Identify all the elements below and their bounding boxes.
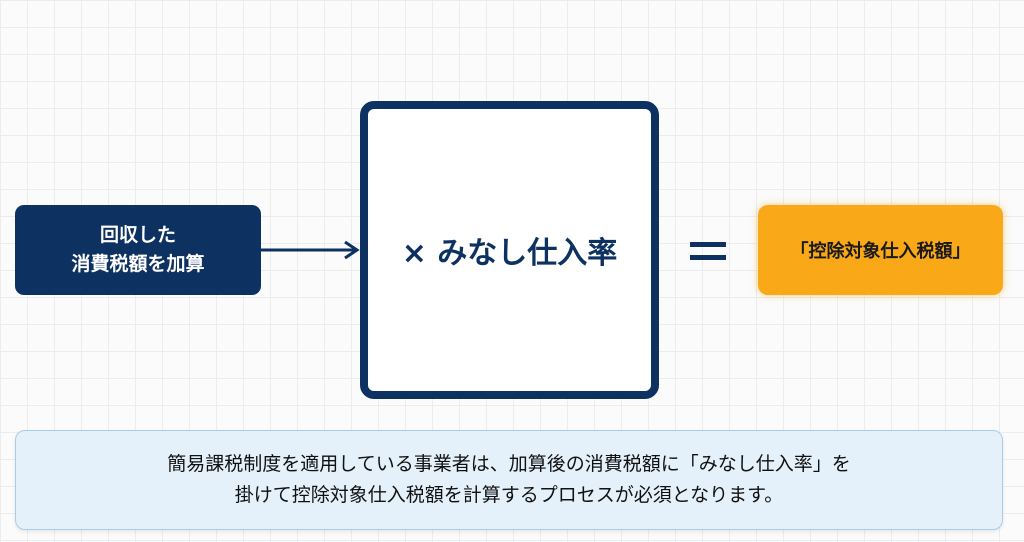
collected-tax-line2: 消費税額を加算 (71, 253, 205, 275)
note-line2: 掛けて控除対象仕入税額を計算するプロセスが必須となります。 (234, 484, 784, 506)
collected-tax-line1: 回収した (99, 224, 176, 246)
equals-icon (690, 242, 726, 260)
deductible-tax-label: 「控除対象仕入税額」 (790, 241, 971, 262)
deemed-purchase-rate-label: × みなし仕入率 (401, 236, 618, 271)
explanation-note: 簡易課税制度を適用している事業者は、加算後の消費税額に「みなし仕入率」を 掛けて… (15, 430, 1003, 530)
arrow-right-icon (261, 240, 360, 260)
note-line1: 簡易課税制度を適用している事業者は、加算後の消費税額に「みなし仕入率」を (167, 453, 851, 475)
collected-tax-box: 回収した 消費税額を加算 (15, 205, 261, 295)
deductible-tax-box: 「控除対象仕入税額」 (758, 205, 1003, 295)
deemed-purchase-rate-box: × みなし仕入率 (360, 101, 659, 399)
